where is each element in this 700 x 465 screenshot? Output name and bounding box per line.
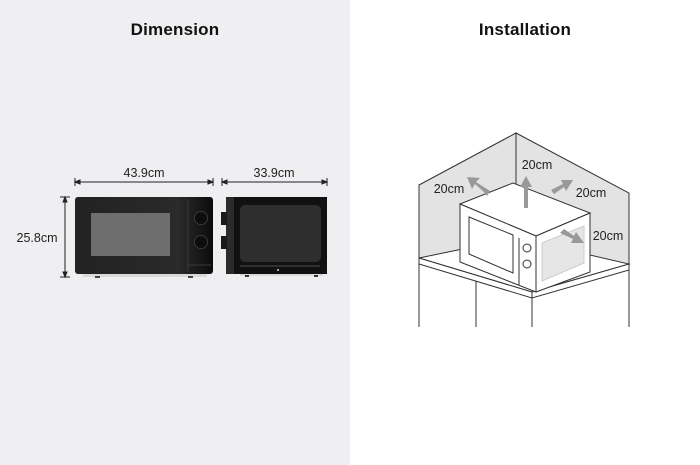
dimension-drawing: 43.9cm 33.9cm 25.8cm [17,166,329,279]
depth-dimension-line [220,178,329,186]
height-dimension-line [60,195,70,279]
dimension-title: Dimension [130,20,220,39]
height-label: 25.8cm [17,231,58,245]
arrow-back-right-icon [551,180,573,194]
microwave-front-view [75,197,213,278]
width-label: 43.9cm [124,166,165,180]
arrow-back-left-icon [467,177,490,196]
power-knob-icon [194,235,208,249]
clearance-right-side-label: 20cm [593,229,624,243]
clearance-back-left-label: 20cm [434,182,465,196]
arrow-up-icon [520,176,532,208]
installation-title: Installation [478,20,572,39]
width-dimension-line [73,178,215,186]
door-window [91,213,170,256]
clearance-arrows [467,176,584,243]
installation-drawing: 20cm 20cm 20cm 20cm [418,132,631,327]
arrow-right-side-icon [560,229,584,243]
installation-panel: Installation [350,0,700,465]
microwave-side-view [221,197,327,277]
depth-label: 33.9cm [254,166,295,180]
timer-knob-icon [194,211,208,225]
clearance-back-right-label: 20cm [576,186,607,200]
dimension-panel: Dimension 43.9cm 33.9cm 25.8cm [0,0,350,465]
clearance-top-label: 20cm [522,158,553,172]
